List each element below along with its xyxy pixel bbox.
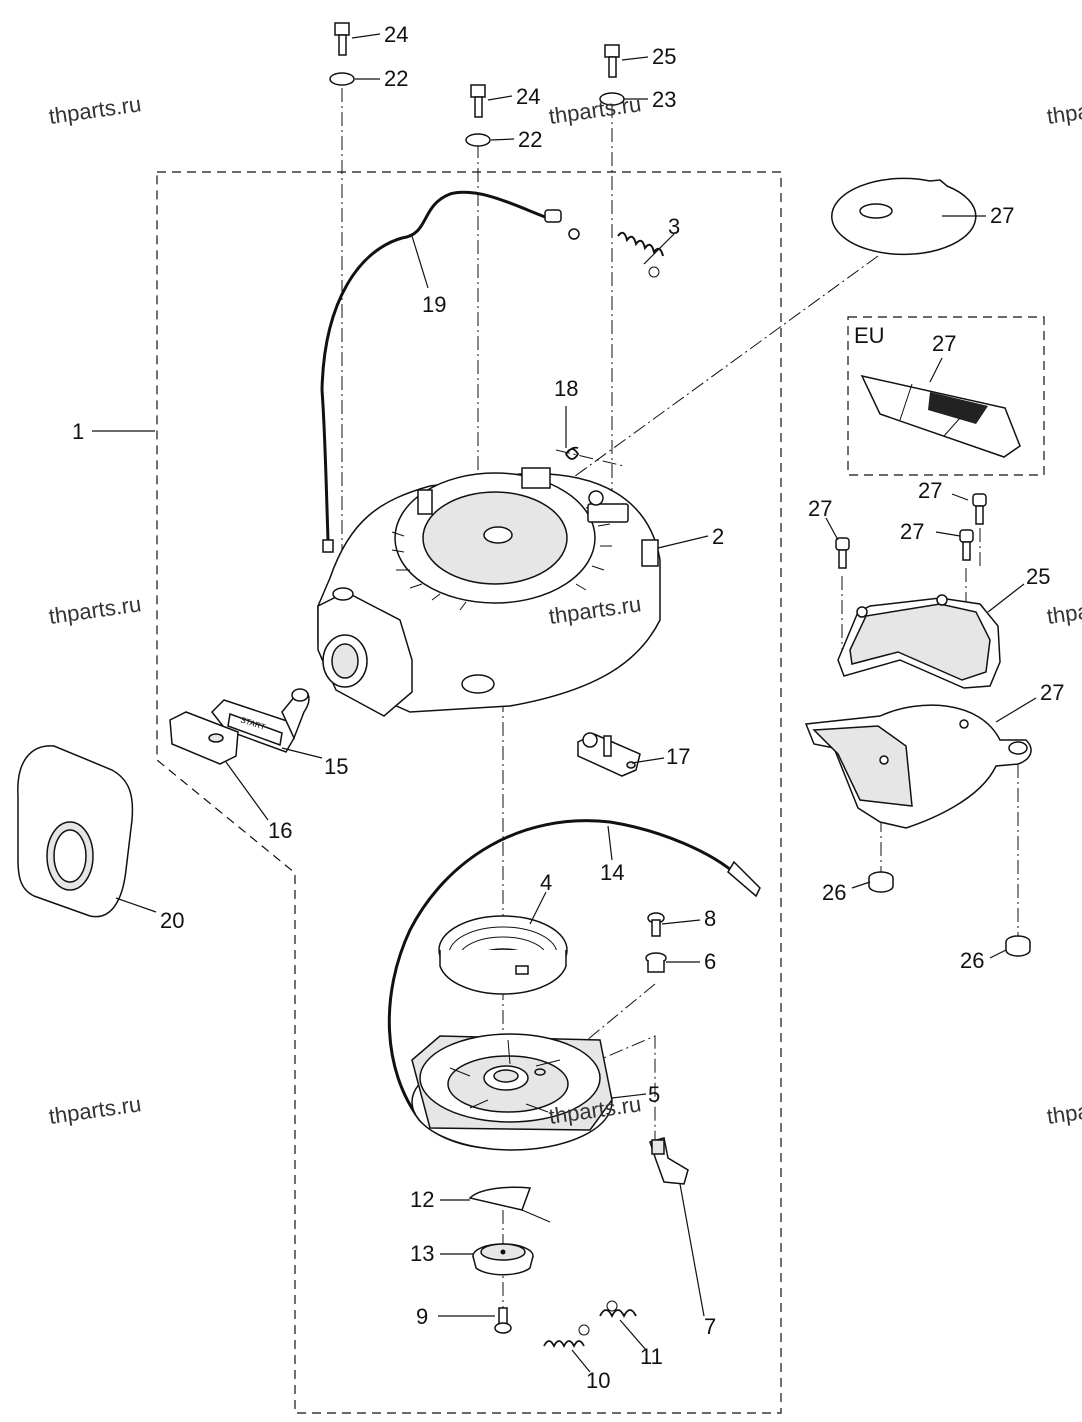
spring-part-10 (543, 1324, 590, 1349)
watermark: thparts.ru (47, 591, 143, 629)
callout-19: 19 (422, 292, 446, 317)
eu-box (847, 316, 1045, 476)
lever-part-17 (577, 732, 641, 777)
screw-part-8 (647, 912, 665, 937)
cover-part-23 (837, 594, 1001, 689)
watermark: thparts.ru (1045, 91, 1082, 129)
mount-part-24b (1005, 935, 1031, 957)
eu-box-label: EU (854, 323, 885, 348)
mount-part-24a (868, 871, 894, 893)
leader-lines (92, 33, 1037, 1373)
callout-2: 2 (712, 524, 724, 549)
washer-21-middle (465, 133, 491, 147)
bolt-27-left (835, 537, 850, 569)
callout-14: 14 (600, 860, 624, 885)
spring-part-18 (564, 446, 580, 460)
gasket-part-20 (17, 745, 134, 918)
callout-21-middle: 22 (518, 127, 542, 152)
callout-16: 16 (268, 818, 292, 843)
callout-labels: 24 22 24 22 25 23 3 19 1 18 2 27 27 27 2… (72, 22, 1064, 1393)
callout-11: 11 (640, 1344, 663, 1369)
callout-22-left: 24 (384, 22, 408, 47)
bolt-22-middle (470, 84, 486, 118)
callout-18: 18 (554, 376, 578, 401)
bolt-22-left (334, 22, 350, 56)
callout-27-right: 27 (918, 478, 942, 503)
callout-3: 3 (668, 214, 680, 239)
cap-part-13 (472, 1243, 534, 1276)
guard-part-26 (804, 704, 1032, 829)
washer-21-left (329, 72, 355, 86)
watermark: thparts.ru (47, 1091, 143, 1129)
callout-17: 17 (666, 744, 690, 769)
insert-part-16 (169, 711, 239, 765)
callout-1: 1 (72, 419, 84, 444)
bolt-22-right (604, 44, 620, 78)
watermark: thparts.ru (1045, 1091, 1082, 1129)
callout-26-visible: 27 (1040, 680, 1064, 705)
callout-9: 9 (416, 1304, 428, 1329)
spring-part-11 (599, 1300, 637, 1319)
callout-21-left: 22 (384, 66, 408, 91)
callout-25-disc: 27 (990, 203, 1014, 228)
screw-part-9 (494, 1307, 512, 1334)
callout-5: 5 (648, 1082, 660, 1107)
bolt-27-middle (959, 529, 974, 561)
callout-12: 12 (410, 1187, 434, 1212)
watermark: thparts.ru (547, 91, 643, 129)
callout-24-right-visible: 26 (960, 948, 984, 973)
recoil-housing-part-2 (317, 467, 661, 717)
callout-6: 6 (704, 949, 716, 974)
callout-24-left: 26 (822, 880, 846, 905)
callout-21-right: 23 (652, 87, 676, 112)
collar-part-6 (645, 952, 667, 973)
start-handle-part-15: START (211, 688, 310, 753)
callout-27-middle: 27 (900, 519, 924, 544)
callout-4: 4 (540, 870, 552, 895)
callout-7: 7 (704, 1314, 716, 1339)
disc-sticker-part (831, 177, 977, 256)
callout-23: 25 (1026, 564, 1050, 589)
eu-label-sticker (860, 374, 1021, 458)
callout-8: 8 (704, 906, 716, 931)
callout-22-middle: 24 (516, 84, 540, 109)
plate-part-12 (468, 1186, 551, 1223)
callout-25-eu: 27 (932, 331, 956, 356)
spiral-spring-part-4 (438, 915, 568, 995)
reel-part-5 (411, 1033, 613, 1151)
watermark: thparts.ru (47, 91, 143, 129)
callout-15: 15 (324, 754, 348, 779)
spring-part-3 (617, 231, 664, 278)
assembly-outline (156, 171, 782, 1414)
ratchet-part-7 (649, 1137, 689, 1185)
watermark: thparts.ru (1045, 591, 1082, 629)
callout-27-left-visible: 27 (808, 496, 832, 521)
callout-10: 10 (586, 1368, 610, 1393)
callout-22-right: 25 (652, 44, 676, 69)
bolt-27-right (972, 493, 987, 525)
cable-part-19 (320, 190, 580, 553)
callout-13: 13 (410, 1241, 434, 1266)
callout-20: 20 (160, 908, 184, 933)
